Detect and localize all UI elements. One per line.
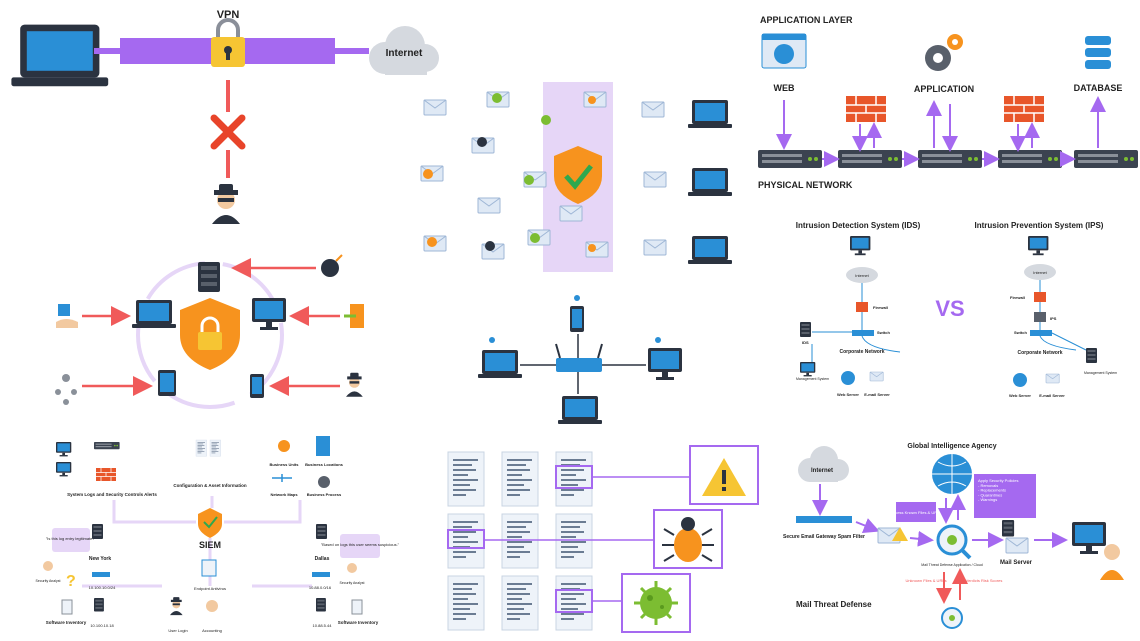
- database-label: DATABASE: [1074, 83, 1123, 93]
- svg-text:Internet: Internet: [811, 468, 833, 474]
- policies-text: Apply Security Policies- Removals- Repla…: [978, 478, 1018, 502]
- device-protection-diagram: [55, 254, 364, 409]
- svg-text:E-mail Server: E-mail Server: [1039, 393, 1065, 398]
- svg-text:?: ?: [66, 573, 76, 590]
- mail-threat-defense-diagram: Global Intelligence Agency Internet Secu…: [783, 443, 1124, 629]
- svg-text:Web Server: Web Server: [837, 392, 859, 397]
- application-label: APPLICATION: [914, 84, 974, 94]
- agency-title: Global Intelligence Agency: [907, 443, 996, 450]
- ids-vs-ips-diagram: Intrusion Detection System (IDS) Intrusi…: [796, 221, 1117, 398]
- database-icon: [1085, 36, 1111, 69]
- svg-text:Security Analyst: Security Analyst: [340, 581, 365, 585]
- svg-text:Accounting: Accounting: [202, 628, 222, 633]
- svg-text:Security Analyst: Security Analyst: [36, 579, 61, 583]
- door-exit-icon: [344, 304, 364, 328]
- virus-icon: [634, 581, 678, 625]
- warning-icon: [892, 527, 908, 541]
- svg-text:IPS: IPS: [1050, 316, 1057, 321]
- cloud-icon: [369, 26, 439, 75]
- svg-text:Configuration & Asset Informat: Configuration & Asset Information: [173, 483, 247, 488]
- svg-text:10.100.10.0/24: 10.100.10.0/24: [89, 585, 116, 590]
- warning-icon: [702, 458, 746, 496]
- svg-text:Corporate Network: Corporate Network: [1017, 350, 1062, 356]
- router-icon: [555, 343, 603, 372]
- bug-icon: [662, 517, 714, 562]
- svg-text:User Login: User Login: [168, 628, 187, 633]
- network-hierarchy-icon: [55, 374, 77, 405]
- svg-text:Access Known Files & URLs: Access Known Files & URLs: [891, 510, 942, 515]
- hacker-icon: [212, 184, 240, 224]
- phishing-hand-icon: [56, 304, 78, 328]
- svg-text:Internet: Internet: [855, 273, 869, 278]
- globe-icon: [932, 454, 972, 494]
- svg-text:10.88.0.0/16: 10.88.0.0/16: [309, 585, 332, 590]
- svg-text:Verdicts Risk Scores: Verdicts Risk Scores: [966, 578, 1003, 583]
- magnifier-icon: [936, 524, 972, 560]
- svg-text:Internet: Internet: [1033, 270, 1047, 275]
- svg-text:Firewall: Firewall: [873, 305, 888, 310]
- shield-check-icon: [554, 146, 602, 204]
- siem-shield-icon: [198, 508, 222, 538]
- web-browser-icon: [761, 33, 807, 69]
- internet-label: Internet: [386, 48, 423, 59]
- svg-text:Firewall: Firewall: [1010, 295, 1025, 300]
- application-layer-diagram: APPLICATION LAYER WEB APPLICATION DATABA…: [758, 15, 1138, 190]
- svg-text:"Based on logs this user seems: "Based on logs this user seems suspiciou…: [321, 542, 400, 547]
- svg-text:Unknown Files & URLs: Unknown Files & URLs: [905, 578, 946, 583]
- blocked-x-icon: [210, 114, 246, 150]
- svg-text:Web Server: Web Server: [1009, 393, 1031, 398]
- svg-text:Corporate Network: Corporate Network: [839, 349, 884, 355]
- magnifier-icon: [941, 607, 963, 629]
- shield-lock-icon: [180, 298, 240, 370]
- svg-text:"Is this log entry legitimate?: "Is this log entry legitimate?": [46, 536, 97, 541]
- svg-text:Switch: Switch: [1014, 330, 1027, 335]
- spy-icon: [346, 372, 363, 397]
- svg-text:10.100.10.18: 10.100.10.18: [90, 623, 114, 628]
- svg-text:Network Maps: Network Maps: [270, 492, 298, 497]
- svg-text:Dallas: Dallas: [315, 556, 330, 562]
- svg-text:Endpoint Antivirus: Endpoint Antivirus: [194, 586, 226, 591]
- svg-text:Switch: Switch: [877, 330, 890, 335]
- svg-text:Software Inventory: Software Inventory: [338, 620, 379, 625]
- svg-text:10.88.5.44: 10.88.5.44: [313, 623, 333, 628]
- svg-text:Secure Email Gateway Spam Filt: Secure Email Gateway Spam Filter: [783, 534, 865, 540]
- cloud-icon: [798, 446, 849, 482]
- svg-text:Business Locations: Business Locations: [305, 462, 344, 467]
- svg-text:Business Process: Business Process: [307, 492, 342, 497]
- svg-text:E-mail Server: E-mail Server: [864, 392, 890, 397]
- wireless-network-diagram: [478, 295, 682, 424]
- svg-text:Software Inventory: Software Inventory: [46, 620, 87, 625]
- physical-network-label: PHYSICAL NETWORK: [758, 180, 853, 190]
- ids-title: Intrusion Detection System (IDS): [796, 221, 921, 230]
- svg-text:New York: New York: [89, 556, 112, 562]
- svg-text:Mail Threat Defense Applicatio: Mail Threat Defense Application / Cloud: [921, 563, 982, 567]
- siem-label: SIEM: [199, 540, 221, 550]
- bomb-icon: [321, 254, 343, 277]
- svg-text:Management System: Management System: [1084, 371, 1117, 375]
- siem-diagram: System Logs and Security Controls Alerts…: [36, 436, 400, 633]
- code-scanning-diagram: [447, 445, 759, 633]
- gear-icon: [925, 34, 963, 71]
- web-label: WEB: [774, 83, 795, 93]
- svg-text:System Logs and Security Contr: System Logs and Security Controls Alerts: [67, 492, 157, 497]
- lock-icon: [211, 18, 245, 67]
- email-filter-diagram: [420, 82, 732, 272]
- svg-text:IDS: IDS: [802, 340, 809, 345]
- vpn-diagram: VPN Internet: [11, 9, 439, 224]
- ips-title: Intrusion Prevention System (IPS): [975, 221, 1104, 230]
- mail-threat-title: Mail Threat Defense: [796, 600, 872, 609]
- vs-label: VS: [935, 296, 964, 321]
- svg-text:Business Units: Business Units: [270, 462, 300, 467]
- app-layer-title: APPLICATION LAYER: [760, 15, 853, 25]
- vpn-title: VPN: [217, 9, 240, 21]
- svg-text:Management System: Management System: [796, 377, 829, 381]
- svg-text:Mail Server: Mail Server: [1000, 560, 1033, 566]
